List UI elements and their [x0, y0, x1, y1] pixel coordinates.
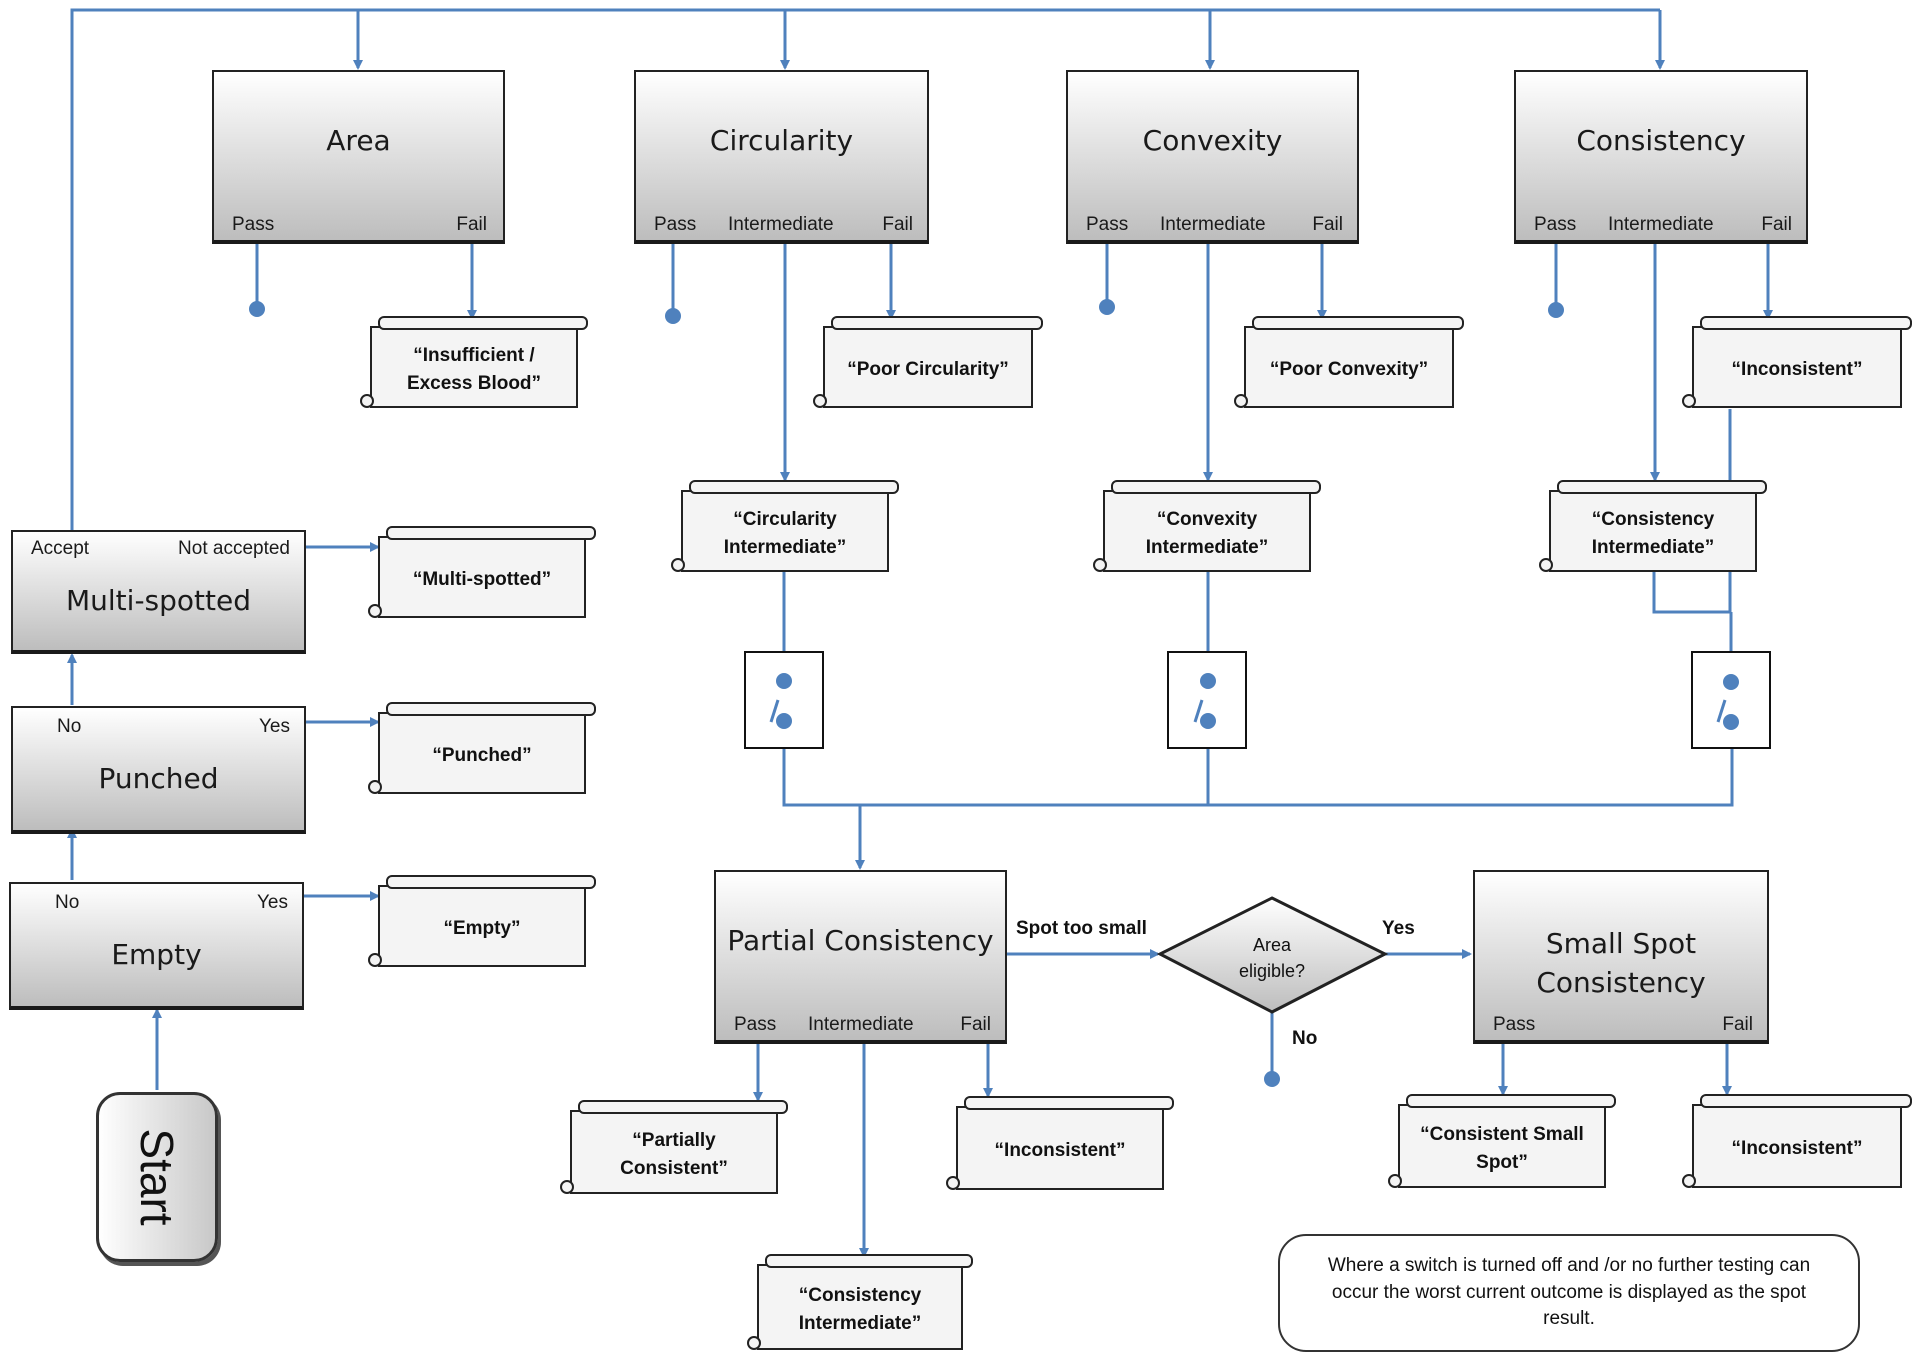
outcome-partially-consistent: “Partially Consistent”: [560, 1100, 788, 1194]
box-title: Small Spot Consistency: [1536, 927, 1706, 1000]
edge-label-spot-too-small: Spot too small: [1016, 918, 1147, 939]
start-terminator: Start: [96, 1092, 218, 1262]
switch-note: Where a switch is turned off and /or no …: [1278, 1234, 1860, 1352]
pass-label: Pass: [232, 214, 275, 235]
switch-circularity[interactable]: [744, 651, 824, 749]
accept-label: Accept: [31, 538, 90, 559]
outcome-poor-circularity: “Poor Circularity”: [813, 316, 1043, 408]
punched-box: No Yes Punched: [11, 706, 306, 834]
box-title: Consistency: [1576, 124, 1746, 157]
pass-label: Pass: [1493, 1014, 1536, 1035]
no-label: No: [55, 892, 80, 913]
outcome-convexity-intermediate: “Convexity Intermediate”: [1093, 480, 1321, 572]
box-title: Circularity: [709, 124, 854, 157]
not-accepted-label: Not accepted: [178, 538, 290, 559]
outcome-inconsistent-small: “Inconsistent”: [1682, 1094, 1912, 1188]
circularity-box: Circularity Pass Intermediate Fail: [634, 70, 929, 244]
outcome-multi-spotted: “Multi-spotted”: [368, 526, 596, 618]
edge-label-no: No: [1292, 1028, 1318, 1049]
no-label: No: [57, 716, 82, 737]
fail-label: Fail: [882, 214, 913, 235]
pass-label: Pass: [734, 1014, 777, 1035]
fail-label: Fail: [1761, 214, 1792, 235]
pass-label: Pass: [654, 214, 697, 235]
fail-label: Fail: [960, 1014, 991, 1035]
fail-label: Fail: [456, 214, 487, 235]
outcome-punched: “Punched”: [368, 702, 596, 794]
box-title: Punched: [98, 762, 219, 795]
outcome-inconsistent-top: “Inconsistent”: [1682, 316, 1912, 408]
start-label: Start: [131, 1128, 183, 1226]
decision-area-eligible: [1156, 896, 1389, 1014]
pass-label: Pass: [1534, 214, 1577, 235]
empty-box: No Yes Empty: [9, 882, 304, 1010]
intermediate-label: Intermediate: [1608, 214, 1714, 235]
intermediate-label: Intermediate: [808, 1014, 914, 1035]
small-spot-consistency-box: Small Spot Consistency Pass Fail: [1473, 870, 1769, 1044]
outcome-poor-convexity: “Poor Convexity”: [1234, 316, 1464, 408]
box-title: Partial Consistency: [727, 924, 994, 957]
outcome-inconsistent-partial: “Inconsistent”: [946, 1096, 1174, 1190]
box-title: Empty: [111, 938, 202, 971]
box-title: Area: [326, 124, 391, 157]
edge-label-yes: Yes: [1382, 918, 1415, 939]
outcome-insufficient-blood: “Insufficient / Excess Blood”: [360, 316, 588, 408]
decision-label: Area eligible?: [1238, 935, 1306, 982]
intermediate-label: Intermediate: [1160, 214, 1266, 235]
intermediate-label: Intermediate: [728, 214, 834, 235]
box-title: Multi-spotted: [66, 584, 251, 617]
switch-consistency[interactable]: [1691, 651, 1771, 749]
outcome-empty: “Empty”: [368, 875, 596, 967]
fail-label: Fail: [1312, 214, 1343, 235]
area-box: Area Pass Fail: [212, 70, 505, 244]
yes-label: Yes: [259, 716, 290, 737]
box-title: Convexity: [1142, 124, 1283, 157]
pass-label: Pass: [1086, 214, 1129, 235]
convexity-box: Convexity Pass Intermediate Fail: [1066, 70, 1359, 244]
outcome-consistency-intermediate-top: “Consistency Intermediate”: [1539, 480, 1767, 572]
yes-label: Yes: [257, 892, 288, 913]
partial-consistency-box: Partial Consistency Pass Intermediate Fa…: [714, 870, 1007, 1044]
consistency-box: Consistency Pass Intermediate Fail: [1514, 70, 1808, 244]
outcome-circularity-intermediate: “Circularity Intermediate”: [671, 480, 899, 572]
outcome-consistent-small-spot: “Consistent Small Spot”: [1388, 1094, 1616, 1188]
outcome-consistency-intermediate-bottom: “Consistency Intermediate”: [747, 1254, 973, 1350]
switch-convexity[interactable]: [1167, 651, 1247, 749]
multi-spotted-box: Accept Not accepted Multi-spotted: [11, 530, 306, 654]
fail-label: Fail: [1722, 1014, 1753, 1035]
